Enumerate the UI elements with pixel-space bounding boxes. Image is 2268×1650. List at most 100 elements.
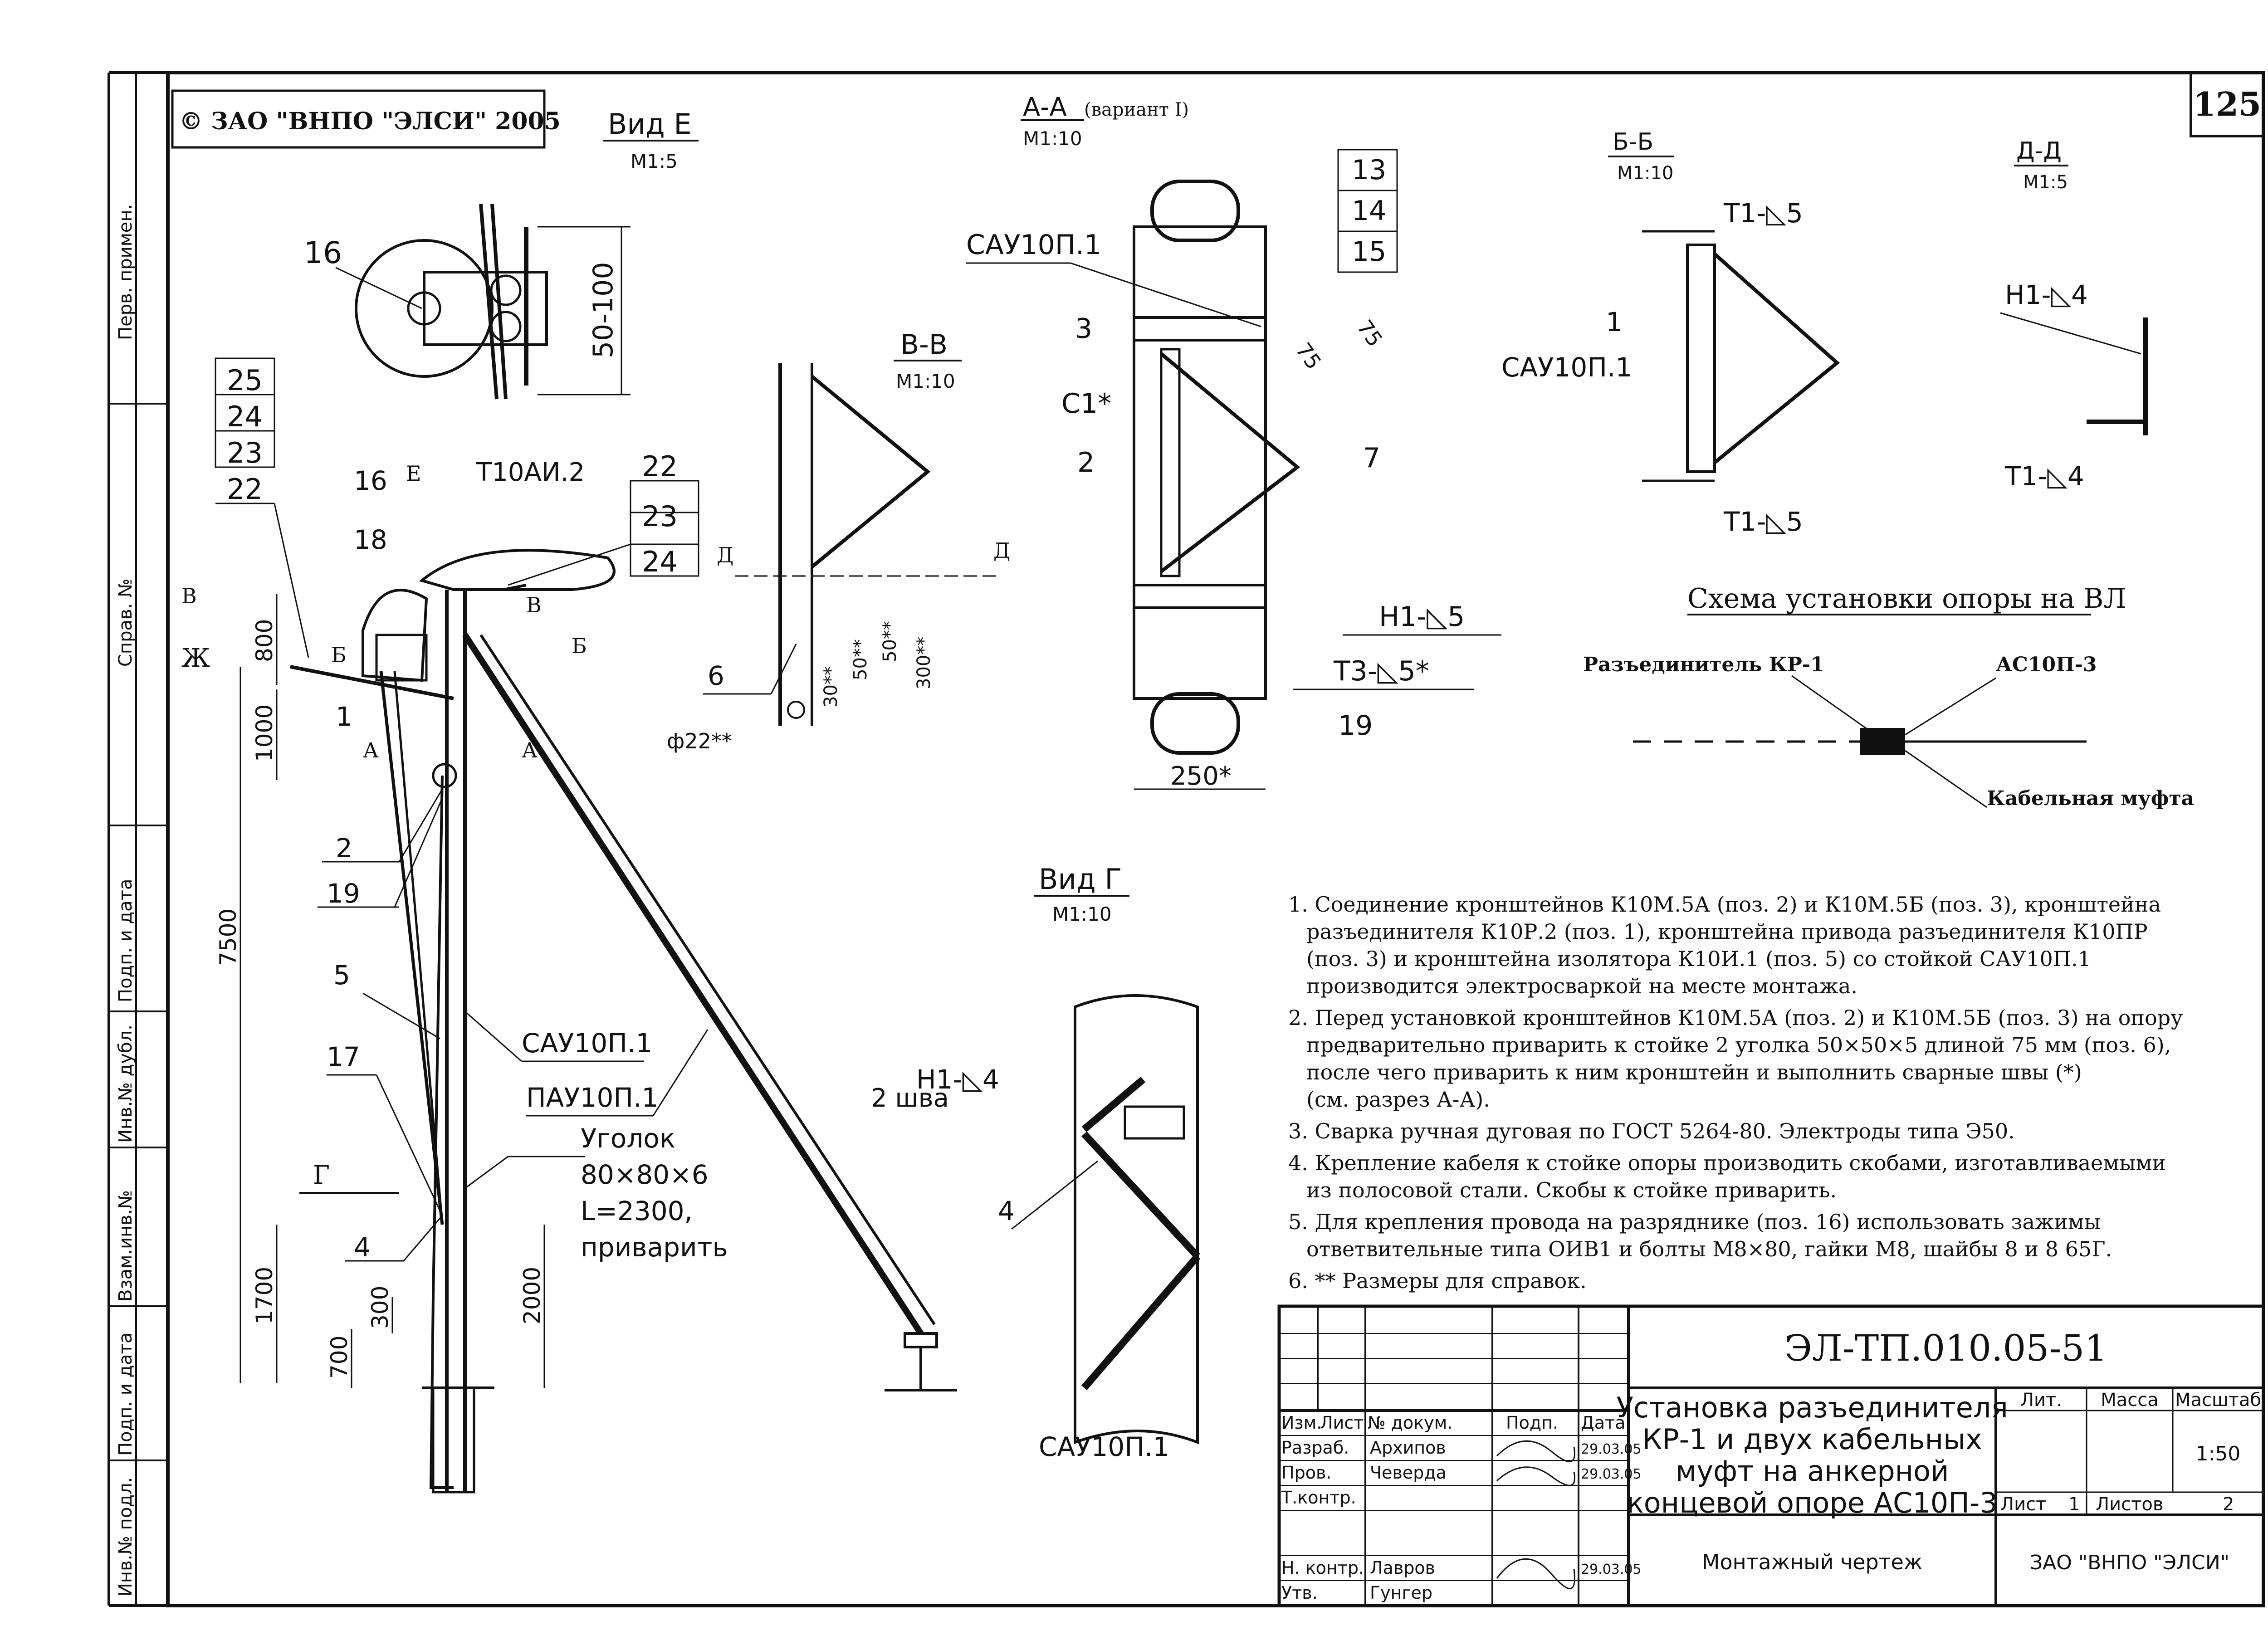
pos-label: 4 — [354, 1232, 371, 1263]
section-marker: Б — [572, 634, 587, 658]
dim-label: 300** — [914, 637, 934, 689]
part-label: САУ10П.1 — [1501, 352, 1632, 383]
copyright: © ЗАО "ВНПО "ЭЛСИ" 2005 — [179, 107, 561, 135]
signature-mark — [1496, 1440, 1575, 1463]
pos-label: 23 — [227, 436, 263, 469]
dim-label: 50** — [850, 639, 871, 680]
scale-value: 1:50 — [2196, 1442, 2241, 1465]
section-marker: А — [522, 738, 538, 762]
person-name: Лавров — [1370, 1558, 1435, 1578]
pos-label: 1 — [1606, 307, 1623, 337]
role-label: Утв. — [1281, 1583, 1318, 1603]
sheet-value: 1 — [2068, 1494, 2080, 1515]
column-header: Дата — [1581, 1413, 1625, 1433]
column-header: Масса — [2101, 1390, 2159, 1411]
pos-label: 23 — [642, 500, 678, 533]
margin-label: Взам.инв.№ — [115, 1190, 136, 1302]
margin-label: Перв. примен. — [115, 204, 136, 340]
sheet-frame: 125 © ЗАО "ВНПО "ЭЛСИ" 2005 — [108, 71, 2265, 1607]
company-name: ЗАО "ВНПО "ЭЛСИ" — [2030, 1551, 2229, 1574]
note-line: 3. Сварка ручная дуговая по ГОСТ 5264-80… — [1288, 1119, 2015, 1143]
weld-label: Т1-◺5 — [1723, 198, 1803, 229]
dim-label: 50-100 — [587, 262, 619, 358]
dim-label: 1000 — [251, 704, 278, 762]
pos-label: 2 — [1077, 447, 1095, 478]
section-marker: В — [181, 584, 197, 608]
pos-label: 19 — [1338, 710, 1373, 742]
margin-label: Подп. и дата — [115, 1333, 136, 1456]
title-block: ЭЛ-ТП.010.05-51 Установка разъединителя … — [1277, 1304, 2265, 1607]
weld-label: Т1-◺4 — [2004, 461, 2084, 492]
role-label: Н. контр. — [1281, 1558, 1364, 1578]
dim-label: 75 — [1352, 315, 1388, 351]
dim-label: 700 — [326, 1336, 352, 1379]
note-line: 4. Крепление кабеля к стойке опоры произ… — [1288, 1151, 2166, 1175]
pos-label: 13 — [1352, 154, 1386, 186]
column-header: Подп. — [1506, 1413, 1558, 1433]
note-line: разъединителя К10Р.2 (поз. 1), кронштейн… — [1306, 919, 2148, 944]
view-title: Д-Д — [2016, 137, 2062, 165]
weld-label: Н1-◺4 — [2005, 279, 2088, 310]
column-header: Лит. — [2020, 1390, 2062, 1411]
view-title: Вид Г — [1039, 863, 1122, 896]
part-label: Уголок — [581, 1123, 675, 1154]
view-marker: Ж — [181, 644, 210, 673]
dim-label: 75 — [1291, 338, 1326, 374]
part-label: ПАУ10П.1 — [526, 1082, 658, 1113]
pos-label: С1* — [1061, 388, 1111, 420]
part-label: САУ10П.1 — [522, 1028, 652, 1059]
weld-label: Т3-◺5* — [1333, 655, 1429, 687]
dim-label: 1700 — [251, 1267, 278, 1324]
section-marker: Д — [717, 543, 733, 567]
pos-label: 22 — [642, 450, 678, 483]
column-header: Лист — [1320, 1413, 1364, 1433]
pos-label: 25 — [227, 364, 263, 397]
note-line: после чего приварить к ним кронштейн и в… — [1306, 1060, 2082, 1084]
column-header: Масштаб — [2175, 1390, 2261, 1411]
person-name: Чеверда — [1370, 1463, 1447, 1483]
drawing-type: Монтажный чертеж — [1702, 1550, 1922, 1574]
pos-label: 22 — [227, 473, 263, 506]
drawing-title-line: муфт на анкерной — [1676, 1455, 1949, 1488]
sheets-label: Листов — [2096, 1494, 2163, 1515]
pos-label: 5 — [333, 960, 350, 991]
sign-date: 29.03.05 — [1581, 1466, 1642, 1482]
pos-label: 16 — [304, 235, 342, 270]
dim-label: 30** — [821, 666, 841, 708]
note-line: предварительно приварить к стойке 2 угол… — [1306, 1033, 2171, 1057]
view-marker: Г — [313, 1161, 330, 1190]
view-title: Б-Б — [1613, 128, 1653, 156]
margin-label: Инв.№ дубл. — [115, 1025, 136, 1143]
section-marker: Д — [993, 538, 1010, 563]
view-title: Вид Е — [608, 107, 692, 141]
section-marker: В — [526, 593, 542, 617]
section-dd: Д-Д М1:5 Н1-◺4 Т1-◺4 — [2000, 137, 2148, 492]
pos-label: 24 — [642, 545, 678, 578]
role-label: Пров. — [1281, 1463, 1331, 1483]
doc-code: ЭЛ-ТП.010.05-51 — [1784, 1327, 2107, 1369]
weld-note: 2 шва — [871, 1084, 949, 1113]
main-view: 25 24 23 22 16 18 Е Т10АИ.2 22 23 24 В Б… — [181, 357, 957, 1494]
person-name: Архипов — [1370, 1438, 1446, 1458]
margin-label: Справ. № — [115, 578, 136, 667]
dim-label: 800 — [251, 619, 278, 662]
sheet-number: 125 — [2193, 85, 2261, 123]
note-line: 5. Для крепления провода на разряднике (… — [1288, 1210, 2101, 1234]
dim-label: 300 — [367, 1286, 393, 1329]
drawing-title-line: КР-1 и двух кабельных — [1642, 1423, 1982, 1456]
notes: 1. Соединение кронштейнов К10М.5А (поз. … — [1288, 892, 2183, 1293]
dim-label: 250* — [1170, 762, 1232, 791]
part-label: 80×80×6 — [581, 1159, 709, 1190]
sheet-label: Лист — [2000, 1494, 2046, 1515]
note-line: 1. Соединение кронштейнов К10М.5А (поз. … — [1288, 892, 2161, 917]
scheme-label: Кабельная муфта — [1987, 787, 2194, 810]
pos-label: 14 — [1352, 195, 1386, 227]
section-vv: В-В М1:10 6 ф22** 30** 50** 50** 300** Д… — [667, 329, 1010, 753]
pos-label: 7 — [1363, 442, 1380, 474]
column-header: № докум. — [1368, 1413, 1452, 1433]
view-g: Вид Г М1:10 Н1-◺4 2 шва 4 САУ10П.1 — [871, 863, 1201, 1462]
signature-mark — [1496, 1466, 1575, 1486]
role-label: Т.контр. — [1281, 1488, 1356, 1508]
pos-label: 24 — [227, 400, 263, 433]
